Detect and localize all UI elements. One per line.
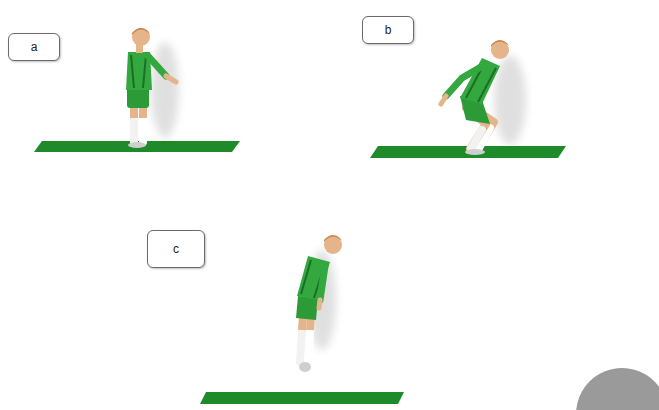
airborne-figure — [200, 235, 404, 404]
shoe — [465, 149, 485, 155]
platform — [34, 141, 240, 152]
platform — [200, 392, 404, 404]
arm — [446, 64, 486, 96]
crouching-figure — [370, 40, 566, 158]
hair — [491, 40, 509, 47]
label-box: a — [8, 33, 60, 61]
stripe — [131, 55, 146, 88]
hair — [324, 235, 342, 242]
panel-letter: c — [173, 243, 179, 255]
standing-figure — [34, 28, 240, 152]
hair — [132, 28, 150, 35]
shoe — [128, 142, 146, 148]
shorts — [296, 296, 318, 320]
arm — [320, 266, 325, 300]
arm — [148, 56, 166, 76]
sock — [471, 130, 482, 148]
shadow — [151, 42, 179, 138]
hand — [319, 300, 320, 308]
panel-letter: b — [385, 24, 392, 36]
corner-circle — [576, 368, 659, 410]
panel-letter: a — [31, 41, 38, 53]
label-box: c — [147, 230, 205, 268]
hand — [166, 76, 176, 82]
label-box: b — [362, 16, 414, 44]
head — [132, 28, 150, 46]
shirt — [297, 256, 330, 300]
shoe — [299, 362, 311, 372]
hand — [441, 96, 446, 104]
